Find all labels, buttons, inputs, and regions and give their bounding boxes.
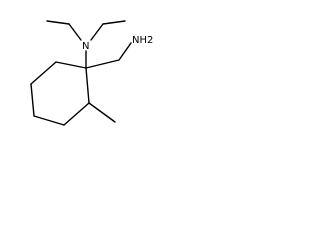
bond-ch2-nh2 <box>118 42 132 61</box>
bond-n-ethyl1-ch2 <box>68 23 82 41</box>
bond-ethyl1-ch2-ch3 <box>46 20 70 25</box>
bond-ring-c4-c5 <box>33 115 65 126</box>
bond-ring-c1-c2 <box>55 61 87 69</box>
bond-ring-c3-c4 <box>30 83 35 117</box>
bond-n-ethyl2-ch2 <box>90 23 104 41</box>
bond-c1-ch2 <box>85 59 120 69</box>
chemical-structure-diagram: N NH2 <box>30 20 153 126</box>
bond-ring-c5-c6 <box>63 102 90 126</box>
bond-ethyl2-ch2-ch3 <box>102 20 126 25</box>
bond-c6-methyl <box>88 102 116 123</box>
bond-ring-c2-c3 <box>30 61 57 85</box>
bond-ring-c6-c1 <box>85 67 90 104</box>
atom-label-nh2: NH2 <box>132 35 153 46</box>
atom-label-n: N <box>82 41 89 52</box>
